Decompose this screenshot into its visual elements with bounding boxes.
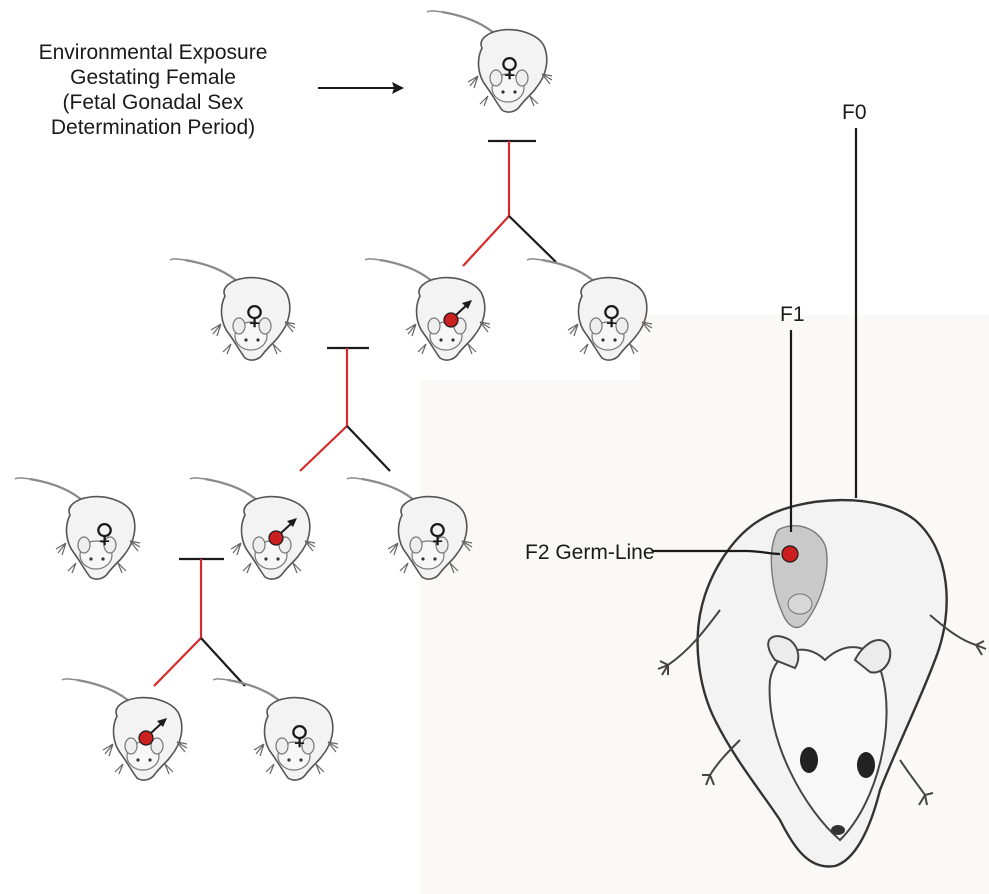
exposure-label-line-1: Environmental Exposure	[18, 40, 288, 65]
lineage-connector-f2	[154, 559, 245, 686]
mouse-f2-female-right	[347, 478, 472, 579]
mouse-f1-male-center	[365, 259, 490, 360]
mouse-f1-female-left	[170, 259, 295, 360]
germline-marker	[782, 546, 798, 562]
exposure-label: Environmental Exposure Gestating Female …	[18, 40, 288, 140]
female-symbol: ♀	[290, 721, 309, 751]
exposure-arrow	[318, 82, 404, 94]
generation-label-f1: F1	[780, 302, 805, 327]
female-symbol: ♀	[428, 519, 447, 549]
exposure-label-line-4: Determination Period)	[18, 115, 288, 140]
female-symbol: ♀	[500, 53, 519, 83]
generation-label-f0: F0	[842, 100, 867, 125]
female-symbol: ♀	[95, 519, 114, 549]
mouse-f1-female-right	[527, 259, 652, 360]
female-symbol: ♀	[245, 301, 264, 331]
female-symbol: ♀	[602, 301, 621, 331]
lineage-connector-f1	[300, 348, 390, 471]
mouse-f3-female-right	[213, 679, 338, 780]
mouse-f3-male-left	[62, 679, 187, 780]
mouse-f0-female	[427, 11, 552, 112]
exposure-label-line-2: Gestating Female	[18, 65, 288, 90]
lineage-connector-f0	[463, 141, 556, 266]
exposure-label-line-3: (Fetal Gonadal Sex	[18, 90, 288, 115]
mouse-f2-male-center	[190, 478, 315, 579]
generation-label-f2-germline: F2 Germ-Line	[525, 540, 655, 565]
mouse-f2-female-left	[15, 478, 140, 579]
